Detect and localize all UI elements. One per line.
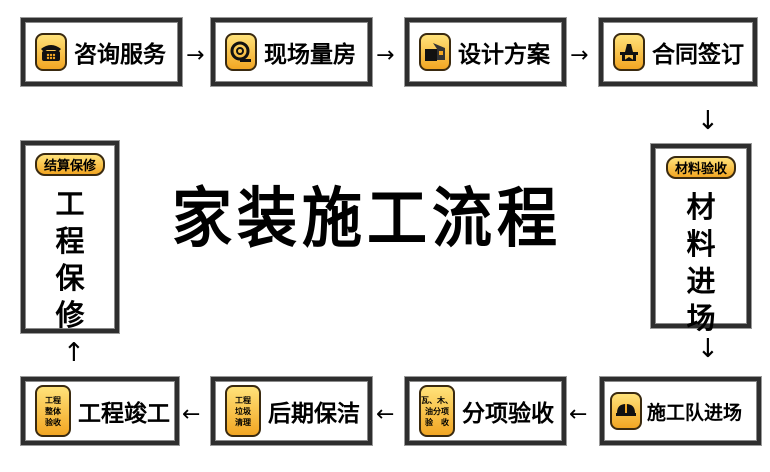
arrow-up: ↑ — [63, 338, 85, 368]
arrow-left: ← — [182, 402, 201, 427]
step-itemized-inspection: 瓦、木、 油分项 验 收 分项验收 — [404, 376, 567, 446]
vertical-label: 工 程 保 修 — [55, 187, 85, 332]
step-consult-service: 咨询服务 — [20, 17, 183, 87]
step-label: 设计方案 — [458, 41, 550, 68]
step-label: 分项验收 — [462, 400, 554, 427]
tape-measure-icon — [225, 33, 257, 71]
arrow-right: → — [376, 43, 395, 68]
step-project-warranty: 结算保修 工 程 保 修 — [20, 140, 120, 334]
telephone-icon — [35, 33, 67, 71]
hard-hat-icon — [610, 392, 642, 430]
arrow-right: → — [186, 43, 205, 68]
arrow-left: ← — [569, 402, 588, 427]
arrow-left: ← — [376, 402, 395, 427]
step-label: 现场量房 — [264, 41, 356, 68]
step-final-cleaning: 工程 垃圾 清理 后期保洁 — [210, 376, 373, 446]
step-design-plan: 设计方案 — [404, 17, 567, 87]
step-site-measure: 现场量房 — [210, 17, 373, 87]
step-material-arrival: 材料验收 材 料 进 场 — [650, 143, 752, 335]
cleanup-badge: 工程 垃圾 清理 — [225, 385, 261, 437]
step-label: 工程竣工 — [78, 400, 170, 427]
handshake-signing-icon — [613, 33, 645, 71]
step-label: 咨询服务 — [74, 41, 166, 68]
step-label: 施工队进场 — [647, 401, 743, 424]
step-label: 合同签订 — [652, 41, 744, 68]
arrow-right: → — [570, 43, 589, 68]
completion-badge: 工程 整体 验收 — [35, 385, 71, 437]
step-crew-arrival: 施工队进场 — [599, 376, 762, 446]
step-project-completion: 工程 整体 验收 工程竣工 — [20, 376, 180, 446]
material-badge: 材料验收 — [666, 156, 736, 179]
step-contract-signing: 合同签订 — [598, 17, 758, 87]
inspection-badge: 瓦、木、 油分项 验 收 — [419, 385, 455, 437]
warranty-badge: 结算保修 — [35, 153, 105, 176]
arrow-down: ↓ — [697, 106, 719, 136]
step-label: 后期保洁 — [268, 400, 360, 427]
vertical-label: 材 料 进 场 — [686, 190, 716, 335]
diagram-title: 家装施工流程 — [172, 181, 562, 257]
drafting-tools-icon — [419, 33, 451, 71]
arrow-down: ↓ — [697, 334, 719, 364]
